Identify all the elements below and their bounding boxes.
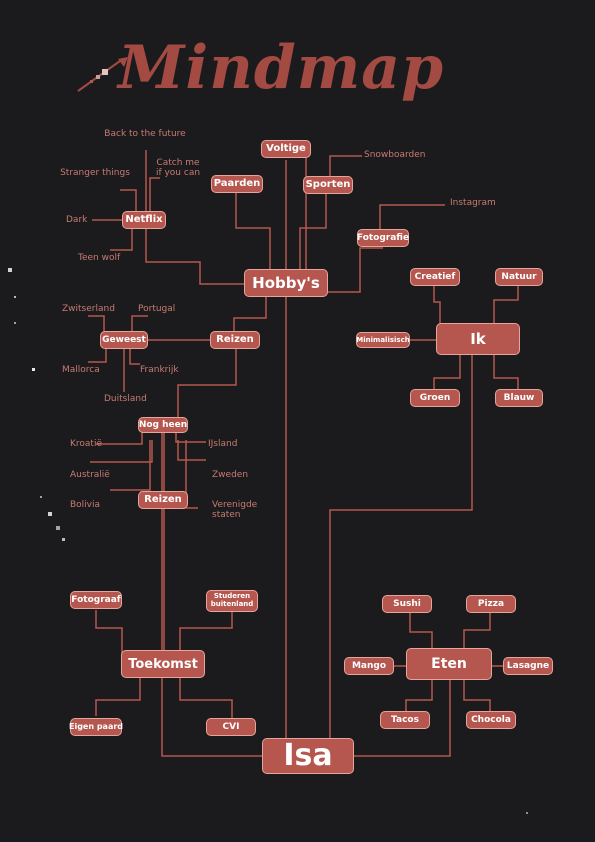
sparkle-decoration (32, 368, 35, 371)
node-paarden[interactable]: Paarden (211, 175, 263, 193)
sparkle-decoration (56, 526, 60, 530)
node-cvi[interactable]: CVI (206, 718, 256, 736)
leaf-stranger-things: Stranger things (60, 168, 130, 178)
leaf-portugal: Portugal (138, 304, 176, 314)
node-mango[interactable]: Mango (344, 657, 394, 675)
leaf-instagram: Instagram (450, 198, 496, 208)
node-netflix[interactable]: Netflix (122, 211, 166, 229)
node-ik[interactable]: Ik (436, 323, 520, 355)
leaf-catch-me-if-you-can: Catch me if you can (155, 158, 201, 179)
node-blauw[interactable]: Blauw (495, 389, 543, 407)
leaf-mallorca: Mallorca (62, 365, 100, 375)
node-nog-heen[interactable]: Nog heen (138, 417, 188, 433)
node-sushi[interactable]: Sushi (382, 595, 432, 613)
arrow-icon (77, 57, 128, 92)
leaf-verenigde-staten: Verenigde staten (212, 500, 258, 521)
leaf-australie: Australië (70, 470, 110, 480)
leaf-zweden: Zweden (212, 470, 249, 480)
leaf-zwitserland: Zwitserland (62, 304, 115, 314)
center-node-isa[interactable]: Isa (262, 738, 354, 774)
sparkle-decoration (14, 296, 16, 298)
node-chocola[interactable]: Chocola (466, 711, 516, 729)
sparkle-decoration (48, 512, 52, 516)
leaf-back-to-the-future: Back to the future (104, 129, 186, 139)
sparkle-decoration (8, 268, 12, 272)
node-studeren-buitenland[interactable]: Studeren buitenland (206, 590, 258, 612)
leaf-bolivia: Bolivia (70, 500, 101, 510)
node-geweest[interactable]: Geweest (100, 331, 148, 349)
leaf-frankrijk: Frankrijk (140, 365, 179, 375)
leaf-dark: Dark (66, 215, 88, 225)
node-natuur[interactable]: Natuur (495, 268, 543, 286)
node-toekomst[interactable]: Toekomst (121, 650, 205, 678)
leaf-snowboarden: Snowboarden (364, 150, 426, 160)
leaf-kroatie: Kroatië (70, 439, 102, 449)
leaf-duitsland: Duitsland (104, 394, 147, 404)
sparkle-decoration (40, 496, 42, 498)
node-eten[interactable]: Eten (406, 648, 492, 680)
leaf-ijsland: IJsland (208, 439, 238, 449)
sparkle-decoration (526, 812, 528, 814)
node-fotografie[interactable]: Fotografie (357, 229, 409, 247)
node-lasagne[interactable]: Lasagne (503, 657, 553, 675)
sparkle-decoration (62, 538, 65, 541)
node-groen[interactable]: Groen (410, 389, 460, 407)
node-sporten[interactable]: Sporten (303, 176, 353, 194)
node-reizen-top[interactable]: Reizen (210, 331, 260, 349)
node-pizza[interactable]: Pizza (466, 595, 516, 613)
leaf-teen-wolf: Teen wolf (78, 253, 121, 263)
node-hobbys[interactable]: Hobby's (244, 269, 328, 297)
node-fotograaf[interactable]: Fotograaf (70, 591, 122, 609)
page-title: Mindmap (118, 33, 445, 103)
node-creatief[interactable]: Creatief (410, 268, 460, 286)
sparkle-decoration (14, 322, 16, 324)
node-reizen-bottom[interactable]: Reizen (138, 491, 188, 509)
node-eigen-paard[interactable]: Eigen paard (69, 718, 123, 736)
node-tacos[interactable]: Tacos (380, 711, 430, 729)
node-minimalistisch[interactable]: Minimalisisch (356, 332, 410, 348)
node-voltige[interactable]: Voltige (261, 140, 311, 158)
